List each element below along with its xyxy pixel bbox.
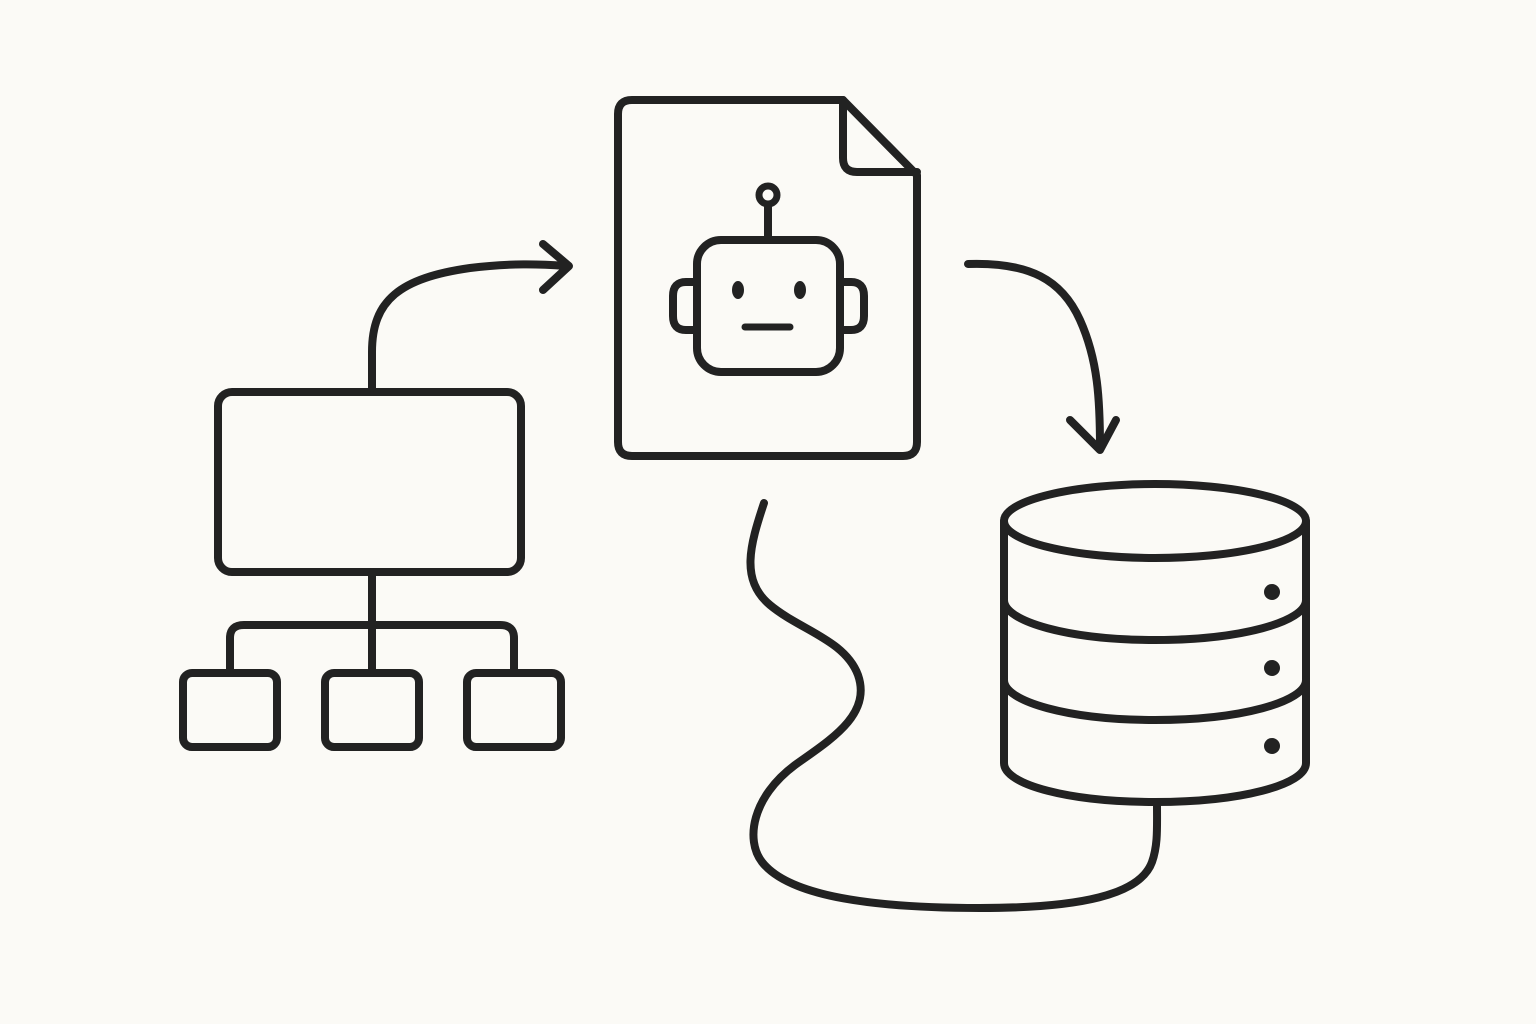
database-top (1000, 480, 1310, 562)
database-indicator-bottom (1264, 738, 1280, 754)
hierarchy-child-box-left (179, 669, 281, 751)
database-icon (1000, 480, 1310, 806)
arrow-document-to-database (964, 259, 1120, 454)
database-indicator-middle (1264, 660, 1280, 676)
hierarchy-parent-box (214, 388, 525, 576)
arrow-head-icon (539, 240, 573, 294)
robot-head (693, 236, 844, 376)
database-indicator-top (1264, 584, 1280, 600)
arrow-head-icon (1066, 416, 1120, 454)
database-divider-upper (1000, 596, 1310, 644)
document-fold (839, 96, 921, 176)
database-body (1000, 517, 1310, 806)
robot-left-eye (732, 281, 744, 299)
hierarchy-child-box-center (321, 669, 423, 751)
robot-icon (669, 182, 868, 376)
robot-left-ear (669, 278, 701, 334)
database-divider-lower (1000, 676, 1310, 724)
robot-right-ear (836, 278, 868, 334)
hierarchy-icon (179, 388, 565, 751)
arrow-hierarchy-to-document (368, 240, 573, 392)
wavy-connector-line (746, 499, 1162, 912)
document-outline (614, 96, 921, 460)
arrow-curve (964, 259, 1104, 452)
hierarchy-child-box-right (463, 669, 565, 751)
arrow-curve (368, 260, 570, 392)
robot-antenna-tip (755, 182, 781, 208)
robot-document-icon (614, 96, 921, 460)
robot-right-eye (794, 281, 806, 299)
